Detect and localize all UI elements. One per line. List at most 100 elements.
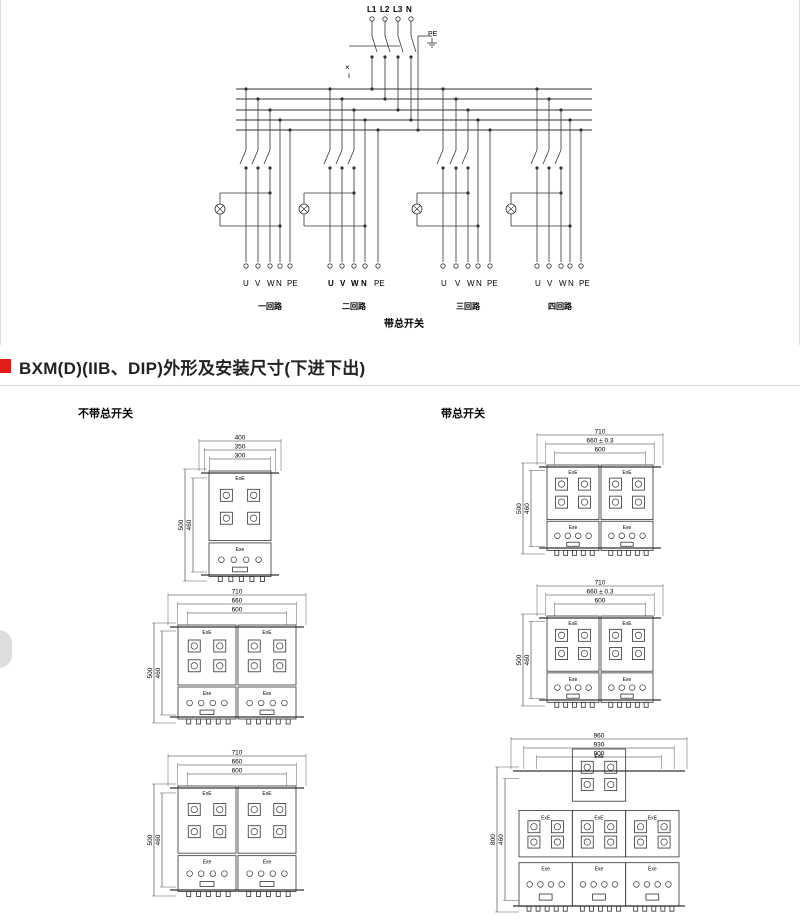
indicator-icon	[258, 699, 265, 707]
width-dim-label: 660 ± 0.3	[586, 438, 613, 445]
indicator-icon	[665, 881, 672, 888]
switch-knob-icon	[250, 828, 258, 836]
switch-icon	[213, 639, 227, 653]
plate-label: ExE	[594, 754, 604, 760]
switch-knob-icon	[558, 480, 566, 488]
junction-dot	[466, 166, 470, 170]
switch-knob-icon	[250, 514, 258, 522]
cable-gland-icon	[215, 718, 221, 725]
indicator-icon	[654, 881, 661, 888]
terminal-pe: PE	[374, 279, 385, 288]
terminal-ring	[339, 263, 345, 269]
height-dim-label: 460	[155, 667, 162, 678]
height-dim-label: 460	[498, 834, 505, 845]
section-title: BXM(D)(IIB、DIP)外形及安装尺寸(下进下出)	[19, 359, 366, 378]
switch-icon	[187, 639, 201, 653]
cable-gland-icon	[225, 718, 231, 725]
switch-knob-icon	[583, 823, 591, 831]
plate-label: ExE	[568, 470, 578, 476]
switch-icon	[657, 820, 671, 834]
indicator-icon	[209, 699, 216, 707]
switch-icon	[578, 477, 591, 491]
cable-gland-icon	[607, 905, 612, 912]
terminal-u: U	[328, 279, 334, 288]
junction-dot	[268, 191, 272, 195]
indicator-icon	[564, 684, 571, 691]
switch-knob-icon	[190, 828, 198, 836]
switch-knob-icon	[216, 828, 224, 836]
nameplate	[645, 893, 660, 901]
terminal-v: V	[255, 279, 261, 288]
cable-gland-icon	[246, 718, 252, 725]
branch-switch-blade	[263, 149, 271, 165]
cable-gland-icon	[580, 549, 586, 556]
junction-dot	[278, 224, 282, 228]
cable-gland-icon	[217, 576, 223, 582]
junction-dot	[383, 97, 387, 101]
switch-icon	[634, 835, 647, 849]
width-dim-label: 710	[232, 589, 243, 596]
circuit-3-name: 三回路	[456, 301, 481, 311]
height-dim-label: 500	[147, 667, 154, 678]
switch-knob-icon	[660, 838, 668, 846]
terminal-ring	[534, 263, 540, 269]
branch-switch-blade	[554, 149, 562, 165]
indicator-icon	[186, 699, 193, 707]
switch-icon	[247, 803, 261, 816]
terminal-ring	[440, 263, 446, 269]
enclosure-module	[237, 785, 297, 854]
indicator-icon	[243, 556, 250, 563]
cable-gland-icon	[634, 701, 640, 708]
left-column-heading: 不带总开关	[78, 406, 133, 420]
phase-labels: L1 L2 L3 N	[367, 5, 412, 14]
width-dim-label: 600	[232, 607, 243, 614]
height-dim-label: 500	[178, 519, 185, 530]
indicator-icon	[585, 532, 592, 539]
indicator-icon	[246, 870, 253, 877]
indicator-icon	[258, 870, 265, 877]
width-dim-label: 600	[595, 598, 606, 605]
switch-knob-icon	[612, 631, 620, 639]
switch-icon	[609, 647, 622, 660]
nameplate	[259, 709, 275, 715]
indicator-icon	[246, 699, 253, 707]
switch-knob-icon	[583, 780, 591, 789]
plate-label: ExE	[235, 476, 245, 482]
switch-knob-icon	[558, 631, 566, 639]
cable-gland-icon	[275, 718, 281, 725]
junction-dot	[559, 191, 563, 195]
terminal-ring	[277, 263, 283, 269]
indicator-icon	[558, 881, 565, 888]
terminal-w: W	[467, 279, 475, 288]
nav-arrow-icon[interactable]	[0, 630, 12, 668]
width-dim-label: 400	[235, 435, 246, 442]
terminal-u: U	[243, 279, 249, 288]
indicator-icon	[611, 881, 619, 888]
switch-icon	[551, 835, 564, 849]
switch-icon	[527, 835, 541, 849]
terminal-w: W	[267, 279, 275, 288]
junction-dot	[559, 166, 563, 170]
cable-gland-icon	[215, 891, 221, 897]
cable-gland-icon	[554, 701, 560, 708]
circuit-labels: U V W N PE U V W N PE U V W N PE U V W N…	[243, 279, 590, 311]
indicator-icon	[281, 699, 288, 707]
plate-label: ExE	[648, 816, 658, 822]
branch-switch-blade	[335, 149, 343, 165]
terminal-pe: PE	[287, 279, 298, 288]
junction-dot	[416, 128, 420, 132]
switch-knob-icon	[530, 823, 538, 831]
circuit-4-name: 四回路	[548, 301, 573, 311]
terminal-pe: PE	[579, 279, 590, 288]
switch-knob-icon	[580, 649, 588, 658]
plate-label: Exe	[203, 860, 212, 866]
junction-dot	[454, 166, 458, 170]
cable-gland-icon	[608, 701, 614, 708]
switch-icon	[551, 820, 564, 834]
switch-knob-icon	[634, 649, 642, 658]
switch-knob-icon	[607, 763, 615, 771]
switch-icon	[247, 659, 261, 673]
switch-icon	[632, 647, 645, 660]
terminal-ring	[408, 16, 414, 22]
terminal-ring	[558, 263, 564, 269]
